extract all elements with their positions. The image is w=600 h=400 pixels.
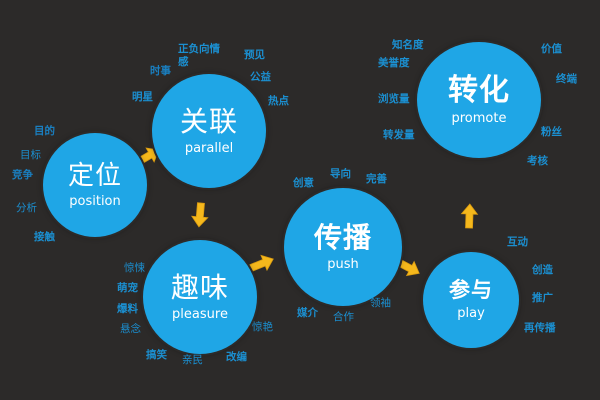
node-promote: 转化 promote — [417, 42, 541, 158]
keyword: 悬念 — [120, 323, 141, 335]
keyword: 公益 — [250, 71, 271, 83]
keyword: 领袖 — [370, 297, 391, 309]
keyword: 知名度 — [392, 39, 424, 51]
keyword: 亲民 — [182, 354, 203, 366]
node-play-title: 参与 — [449, 278, 493, 302]
node-push-subtitle: push — [327, 256, 359, 272]
keyword: 惊悚 — [124, 262, 145, 274]
node-push-title: 传播 — [313, 220, 372, 254]
keyword: 考核 — [527, 155, 548, 167]
keyword: 终端 — [556, 73, 577, 85]
node-play-subtitle: play — [457, 306, 485, 321]
node-pleasure-title: 趣味 — [170, 270, 229, 304]
keyword: 创意 — [293, 177, 314, 189]
keyword: 导向 — [330, 168, 351, 180]
arrow-parallel-to-pleasure — [190, 201, 210, 229]
arrow-play-to-promote — [460, 203, 479, 229]
node-promote-subtitle: promote — [451, 110, 507, 126]
node-position-subtitle: position — [69, 193, 121, 209]
keyword: 目的 — [34, 125, 55, 137]
keyword: 搞笑 — [146, 349, 167, 361]
node-position: 定位 position — [43, 133, 147, 237]
keyword: 合作 — [333, 311, 354, 323]
keyword: 接触 — [34, 231, 55, 243]
keyword: 明星 — [132, 91, 153, 103]
keyword: 推广 — [532, 292, 553, 304]
node-push: 传播 push — [284, 188, 402, 306]
keyword: 竞争 — [12, 169, 33, 181]
keyword: 价值 — [541, 43, 562, 55]
keyword: 转发量 — [383, 129, 415, 141]
keyword: 创造 — [532, 264, 553, 276]
node-parallel-title: 关联 — [179, 104, 238, 138]
node-pleasure-subtitle: pleasure — [172, 306, 228, 322]
node-pleasure: 趣味 pleasure — [143, 240, 257, 354]
keyword: 再传播 — [524, 322, 556, 334]
keyword: 时事 — [150, 65, 171, 77]
keyword: 正负向情 — [178, 43, 220, 55]
keyword: 浏览量 — [378, 93, 410, 105]
keyword: 粉丝 — [541, 126, 562, 138]
node-promote-title: 转化 — [448, 72, 510, 108]
keyword: 热点 — [268, 95, 289, 107]
keyword: 预见 — [244, 49, 265, 61]
keyword: 萌宠 — [117, 282, 138, 294]
keyword: 感 — [178, 56, 189, 68]
keyword: 美誉度 — [378, 57, 410, 69]
keyword: 媒介 — [297, 307, 318, 319]
keyword: 互动 — [507, 236, 528, 248]
keyword: 完善 — [366, 173, 387, 185]
keyword: 改编 — [226, 351, 247, 363]
arrow-pleasure-to-push — [247, 251, 277, 276]
node-position-title: 定位 — [67, 160, 122, 191]
keyword: 惊艳 — [252, 321, 273, 333]
keyword: 目标 — [20, 149, 41, 161]
keyword: 分析 — [16, 202, 37, 214]
node-play: 参与 play — [423, 252, 519, 348]
node-parallel: 关联 parallel — [152, 74, 266, 188]
node-parallel-subtitle: parallel — [184, 140, 234, 156]
keyword: 爆料 — [117, 303, 138, 315]
